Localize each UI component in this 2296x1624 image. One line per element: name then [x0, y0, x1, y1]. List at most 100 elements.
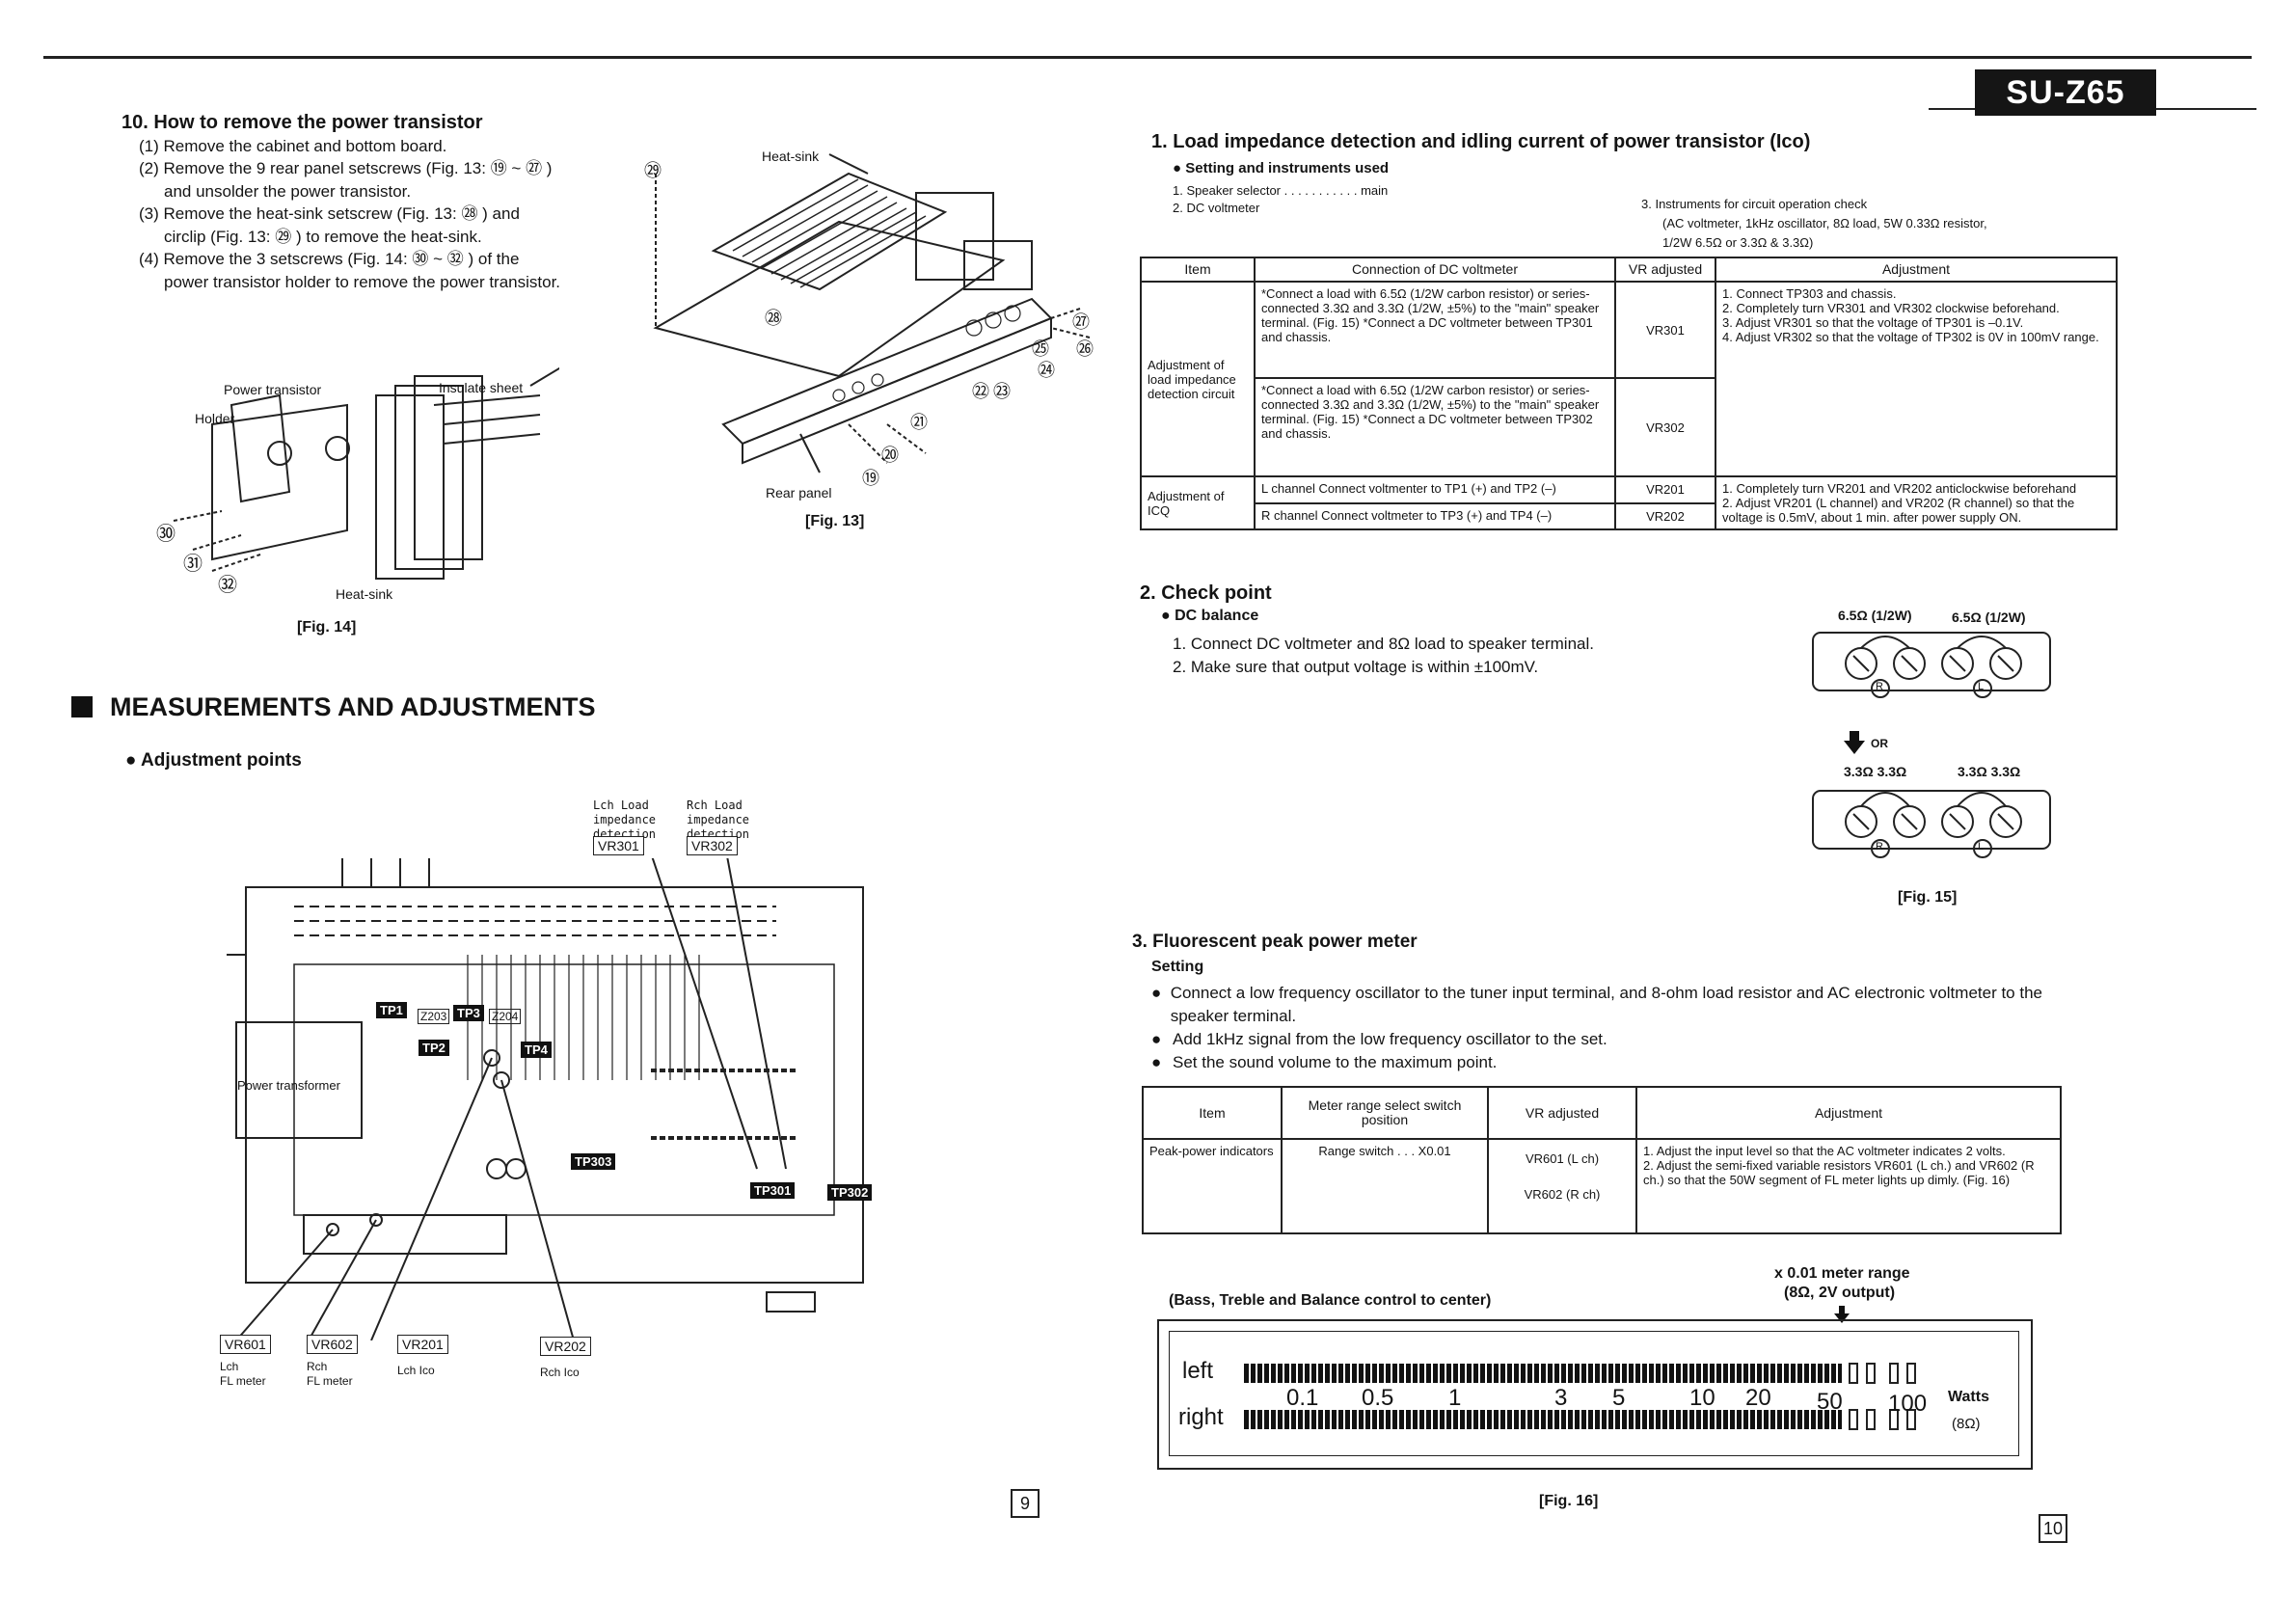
fig16-meter-inner — [1169, 1331, 2019, 1456]
vr602-label: VR602 — [307, 1335, 358, 1354]
fluor-bullets: ●Connect a low frequency oscillator to t… — [1151, 982, 2067, 1074]
vr302-label: VR302 — [687, 836, 738, 855]
fig15-channel-mark: L — [1978, 841, 1985, 853]
fig15-bottom-label: 3.3Ω 3.3Ω — [1958, 764, 2021, 779]
fig13-callout: ㉖ — [1076, 339, 1094, 359]
instrument-line: 2. DC voltmeter — [1173, 201, 1260, 215]
model-badge: SU-Z65 — [1975, 69, 2156, 116]
fig13-callout: ㉗ — [1072, 312, 1090, 332]
power-transformer-label: Power transformer — [237, 1078, 340, 1093]
section10-step: and unsolder the power transistor. — [164, 182, 412, 201]
section10-step: power transistor holder to remove the po… — [164, 273, 561, 291]
fig13-callout: ㉙ — [644, 161, 662, 180]
z203-label: Z203 — [418, 1009, 450, 1024]
vr202-label: VR202 — [540, 1337, 591, 1356]
table1-connection: L channel Connect voltmenter to TP1 (+) … — [1254, 475, 1616, 504]
fig15-top-label: 6.5Ω (1/2W) — [1838, 608, 1912, 623]
fluor-title: 3. Fluorescent peak power meter — [1132, 932, 1418, 952]
peak-meter-table: Item Meter range select switch position … — [1142, 1086, 2062, 1234]
table1-connection: *Connect a load with 6.5Ω (1/2W carbon r… — [1254, 281, 1616, 379]
fig16-scale: 1 — [1448, 1385, 1462, 1411]
fig13-rear-panel-label: Rear panel — [766, 485, 832, 501]
fig16-scale: 0.5 — [1362, 1385, 1394, 1411]
section10-step: (1) Remove the cabinet and bottom board. — [139, 137, 447, 155]
fig14-callout: ㉚ — [156, 524, 176, 545]
z204-label: Z204 — [489, 1009, 522, 1024]
section10-title: 10. How to remove the power transistor — [122, 112, 483, 133]
fig16-meter-outer — [1157, 1319, 2033, 1470]
tp2-label: TP2 — [419, 1040, 449, 1056]
fig16-scale: 100 — [1888, 1391, 1928, 1417]
table1-connection: R channel Connect voltmeter to TP3 (+) a… — [1254, 501, 1616, 530]
section10-step: (2) Remove the 9 rear panel setscrews (F… — [139, 159, 553, 177]
table1-item: Adjustment of load impedance detection c… — [1140, 281, 1256, 477]
fig13-caption: [Fig. 13] — [805, 513, 865, 529]
fig15-top-label: 6.5Ω (1/2W) — [1952, 609, 2026, 625]
fig13-callout: ㉒ — [972, 382, 989, 401]
load-section-title: 1. Load impedance detection and idling c… — [1151, 131, 1811, 152]
check-point-line: 1. Connect DC voltmeter and 8Ω load to s… — [1173, 635, 1594, 653]
table1-vr: VR301 — [1614, 281, 1716, 379]
fluor-bullet: Connect a low frequency oscillator to th… — [1170, 984, 2042, 1025]
page-number-right: 10 — [2039, 1514, 2067, 1543]
fig13-callout: ㉓ — [993, 382, 1011, 401]
table1-header: VR adjusted — [1614, 257, 1716, 283]
down-arrow-icon — [1834, 1306, 1850, 1323]
fig13-callout: ⑳ — [881, 446, 899, 465]
fig16-range: x 0.01 meter range — [1774, 1265, 1910, 1282]
fig16-range: (8Ω, 2V output) — [1784, 1285, 1896, 1301]
section10-step: (3) Remove the heat-sink setscrew (Fig. … — [139, 204, 520, 223]
fig14-drawing — [173, 366, 559, 580]
fig15-channel-mark: L — [1978, 681, 1985, 692]
table2-header: Item — [1142, 1086, 1283, 1140]
fig16-scale: 10 — [1689, 1385, 1715, 1411]
fig16-unit: (8Ω) — [1952, 1416, 1981, 1432]
fig16-right-segments — [1244, 1410, 1842, 1429]
table1-adjustment: 1. Completely turn VR201 and VR202 antic… — [1715, 475, 2118, 530]
table2-switch: Range switch . . . X0.01 — [1281, 1138, 1489, 1234]
check-point-sub: ● DC balance — [1161, 608, 1259, 624]
tp303-label: TP303 — [571, 1153, 616, 1170]
vr201-caption: Lch Ico — [397, 1364, 435, 1377]
fig16-row-label: right — [1178, 1404, 1224, 1430]
fig16-note: (Bass, Treble and Balance control to cen… — [1169, 1292, 1492, 1309]
section10-step: circlip (Fig. 13: ㉙ ) to remove the heat… — [164, 228, 482, 246]
adjustment-points-label: ● Adjustment points — [125, 750, 302, 771]
fig16-scale: 50 — [1817, 1389, 1843, 1415]
table2-header: Meter range select switch position — [1281, 1086, 1489, 1140]
instrument-line: 1. Speaker selector . . . . . . . . . . … — [1173, 183, 1389, 198]
table2-header: Adjustment — [1635, 1086, 2062, 1140]
fig14-holder-label: Holder — [195, 411, 235, 426]
fluor-bullet: Add 1kHz signal from the low frequency o… — [1173, 1030, 1607, 1048]
vr202-caption: Rch Ico — [540, 1366, 580, 1379]
vr601-label: VR601 — [220, 1335, 271, 1354]
fig14-callout: ㉛ — [183, 554, 203, 575]
tp1-label: TP1 — [376, 1002, 407, 1018]
tp4-label: TP4 — [521, 1042, 552, 1058]
table1-header: Item — [1140, 257, 1256, 283]
instrument3-line: 3. Instruments for circuit operation che… — [1641, 197, 1868, 211]
fluor-setting: Setting — [1151, 959, 1204, 975]
table2-header: VR adjusted — [1487, 1086, 1637, 1140]
table2-vr: VR601 (L ch) VR602 (R ch) — [1487, 1138, 1637, 1234]
board-drawing — [227, 858, 864, 1340]
fig14-heatsink-label: Heat-sink — [336, 586, 393, 602]
fig14-power-transistor-label: Power transistor — [224, 382, 322, 397]
table1-connection: *Connect a load with 6.5Ω (1/2W carbon r… — [1254, 377, 1616, 477]
tp301-label: TP301 — [750, 1182, 796, 1199]
fig15-channel-mark: R — [1876, 841, 1883, 853]
fig15-caption: [Fig. 15] — [1898, 889, 1958, 906]
fig14-caption: [Fig. 14] — [297, 619, 357, 636]
fig15-drawing — [1812, 632, 2051, 858]
table1-adjustment: 1. Connect TP303 and chassis.2. Complete… — [1715, 281, 2118, 477]
load-section-subtitle: ● Setting and instruments used — [1173, 160, 1390, 176]
table2-item: Peak-power indicators — [1142, 1138, 1283, 1234]
instrument3-line: 1/2W 6.5Ω or 3.3Ω & 3.3Ω) — [1662, 235, 1814, 250]
table2-adjustment: 1. Adjust the input level so that the AC… — [1635, 1138, 2062, 1234]
fig16-row-label: left — [1182, 1358, 1214, 1384]
fig13-callout: ㉕ — [1032, 339, 1049, 359]
fig15-bottom-label: 3.3Ω 3.3Ω — [1844, 764, 1907, 779]
fig15-channel-mark: R — [1876, 681, 1883, 692]
fig16-scale: 5 — [1612, 1385, 1626, 1411]
